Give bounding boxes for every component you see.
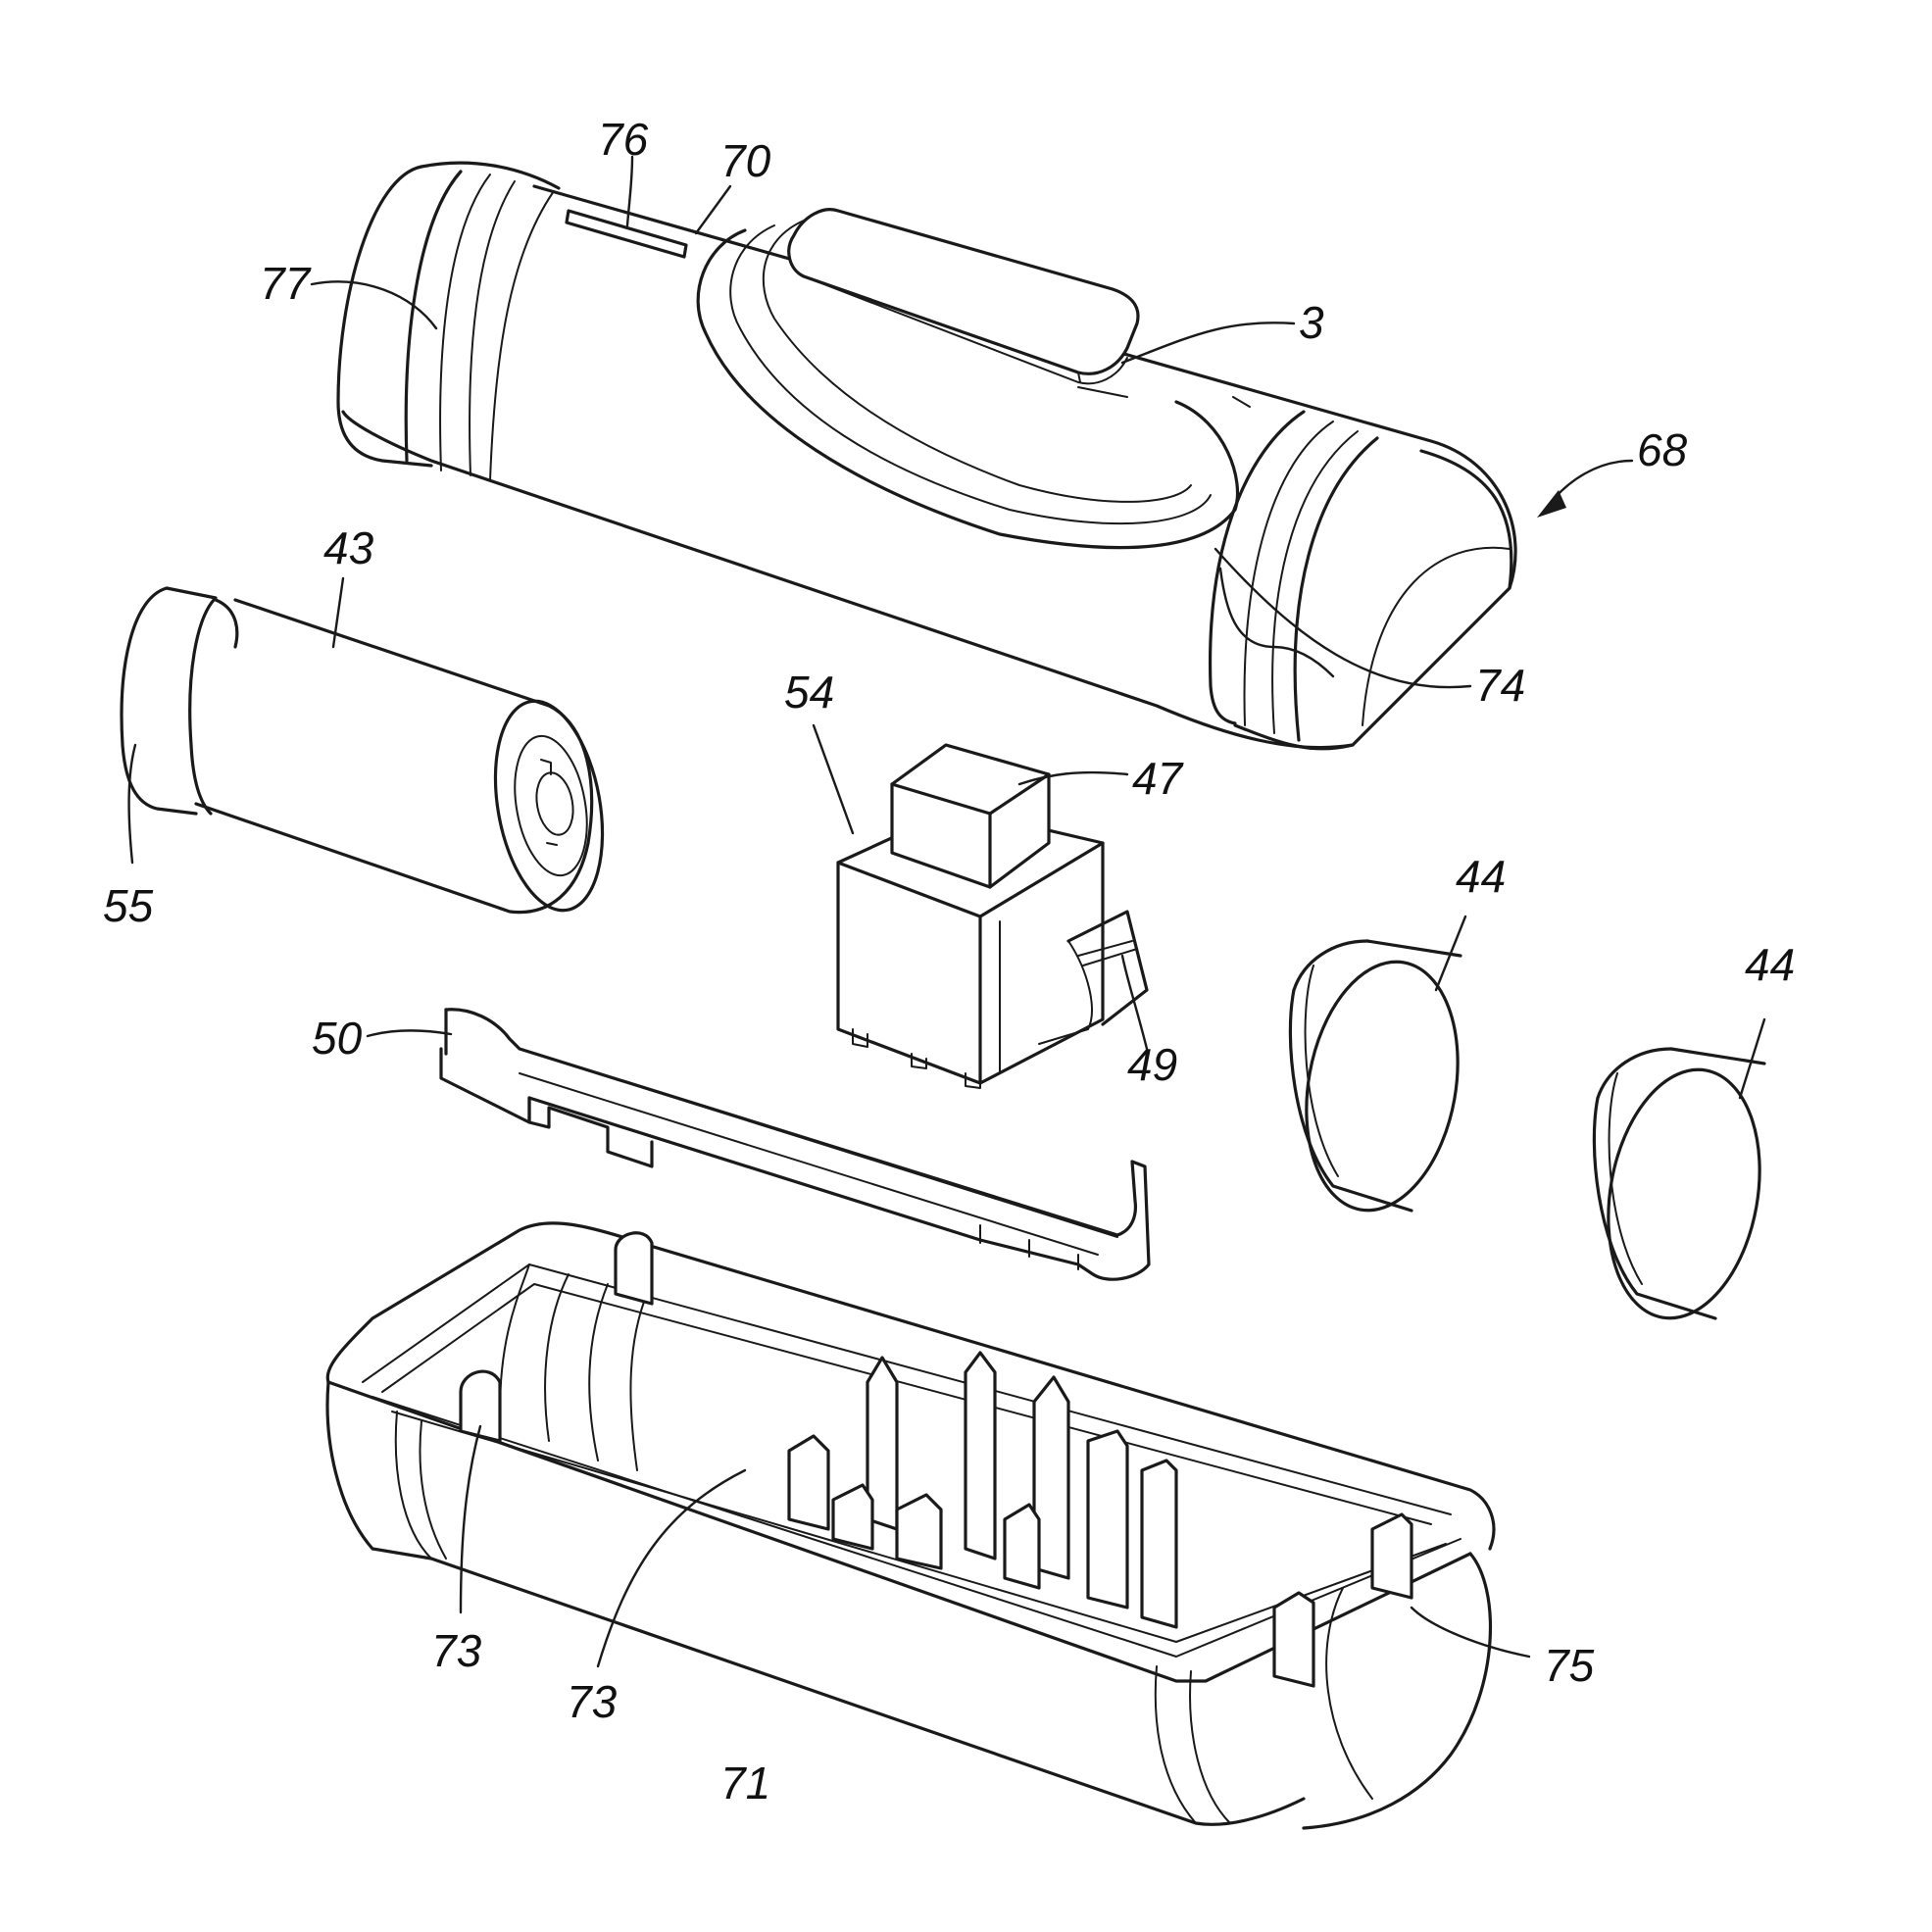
label-47: 47: [1132, 753, 1184, 804]
label-50: 50: [312, 1013, 363, 1064]
label-43: 43: [323, 522, 374, 573]
label-49: 49: [1127, 1039, 1177, 1090]
label-44-right: 44: [1745, 939, 1795, 990]
label-74: 74: [1475, 660, 1525, 711]
battery-end-spacer: [122, 588, 237, 814]
label-70: 70: [720, 135, 771, 186]
label-44-left: 44: [1456, 851, 1506, 902]
upper-housing: [338, 163, 1515, 749]
label-73-left: 73: [431, 1625, 482, 1676]
lower-housing: [327, 1223, 1494, 1828]
button-cell-battery-left: [1288, 941, 1476, 1222]
label-71: 71: [720, 1758, 770, 1808]
label-54: 54: [784, 667, 834, 718]
cylindrical-battery: [196, 600, 618, 918]
button-cell-battery-right: [1590, 1049, 1778, 1330]
label-55: 55: [103, 880, 154, 931]
label-77: 77: [260, 258, 312, 309]
label-73-center: 73: [567, 1676, 618, 1727]
label-3: 3: [1299, 297, 1324, 348]
label-68: 68: [1637, 424, 1688, 475]
label-75: 75: [1544, 1640, 1595, 1691]
switch-plunger: [892, 745, 1049, 887]
label-76: 76: [598, 114, 649, 165]
assembly-arrow: [1537, 461, 1632, 518]
